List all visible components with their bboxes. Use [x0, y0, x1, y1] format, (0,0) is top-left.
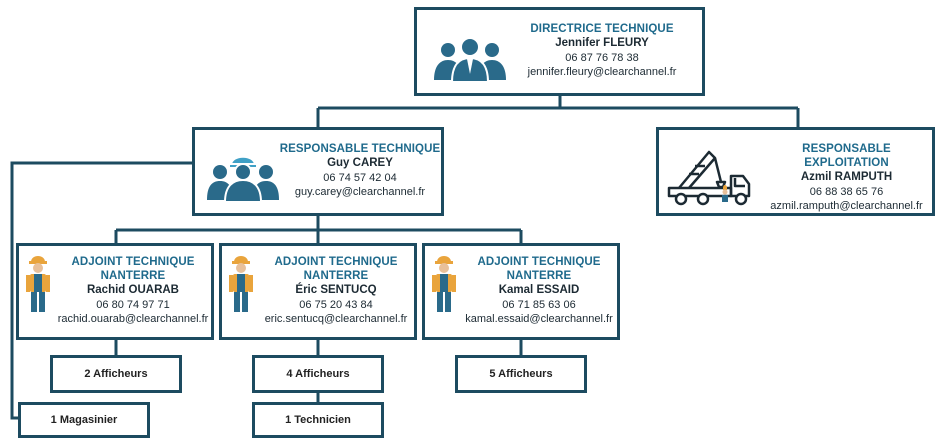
team-label: 2 Afficheurs — [84, 368, 148, 380]
team-icon — [434, 37, 506, 83]
ops-manager-card: RESPONSABLE EXPLOITATION Azmil RAMPUTH 0… — [656, 127, 935, 216]
team-box-essaid: 5 Afficheurs — [455, 355, 587, 393]
deputy-phone: 06 80 74 97 71 — [96, 299, 170, 311]
tech-manager-role: RESPONSABLE TECHNIQUE — [279, 143, 441, 155]
ops-manager-phone: 06 88 38 65 76 — [809, 186, 884, 198]
deputy-email: kamal.essaid@clearchannel.fr — [465, 313, 613, 325]
tech-manager-name: Guy CAREY — [327, 157, 393, 169]
warehouse-box: 1 Magasinier — [18, 402, 150, 438]
deputy-card-sentucq: ADJOINT TECHNIQUE NANTERRE Éric SENTUCQ … — [219, 243, 417, 340]
ops-manager-role: RESPONSABLE EXPLOITATION — [802, 143, 891, 169]
director-name: Jennifer FLEURY — [555, 37, 649, 49]
tech-manager-email: guy.carey@clearchannel.fr — [294, 186, 426, 198]
deputy-email: rachid.ouarab@clearchannel.fr — [57, 313, 209, 325]
director-card: DIRECTRICE TECHNIQUE Jennifer FLEURY 06 … — [414, 7, 705, 96]
deputy-name: Rachid OUARAB — [86, 284, 179, 296]
team-box-sentucq: 4 Afficheurs — [252, 355, 384, 393]
technician-box: 1 Technicien — [252, 402, 384, 438]
crane-truck-icon — [667, 150, 751, 206]
director-phone: 06 87 76 78 38 — [565, 52, 639, 64]
warehouse-label: 1 Magasinier — [50, 414, 118, 426]
team-label: 4 Afficheurs — [286, 368, 350, 380]
worker-icon — [26, 256, 50, 312]
deputy-role-line2: NANTERRE — [506, 270, 572, 282]
worker-icon — [229, 256, 253, 312]
ops-manager-name: Azmil RAMPUTH — [800, 171, 893, 183]
technician-label: 1 Technicien — [285, 414, 351, 426]
tech-manager-card: RESPONSABLE TECHNIQUE Guy CAREY 06 74 57… — [192, 127, 444, 216]
deputy-name: Kamal ESSAID — [498, 284, 580, 296]
director-email: jennifer.fleury@clearchannel.fr — [527, 66, 677, 78]
deputy-role-line1: ADJOINT TECHNIQUE — [274, 256, 398, 268]
worker-icon — [432, 256, 456, 312]
ops-manager-email: azmil.ramputh@clearchannel.fr — [770, 200, 923, 212]
deputy-role-line1: ADJOINT TECHNIQUE — [71, 256, 195, 268]
deputy-role-line2: NANTERRE — [100, 270, 166, 282]
deputy-name: Éric SENTUCQ — [295, 284, 377, 296]
deputy-card-essaid: ADJOINT TECHNIQUE NANTERRE Kamal ESSAID … — [422, 243, 620, 340]
deputy-email: eric.sentucq@clearchannel.fr — [264, 313, 408, 325]
deputy-role-line1: ADJOINT TECHNIQUE — [477, 256, 601, 268]
tech-manager-phone: 06 74 57 42 04 — [323, 172, 397, 184]
deputy-phone: 06 75 20 43 84 — [299, 299, 373, 311]
deputy-role-line2: NANTERRE — [303, 270, 369, 282]
worker-team-icon — [207, 155, 279, 202]
team-box-ouarab: 2 Afficheurs — [50, 355, 182, 393]
team-label: 5 Afficheurs — [489, 368, 553, 380]
deputy-phone: 06 71 85 63 06 — [502, 299, 576, 311]
deputy-card-ouarab: ADJOINT TECHNIQUE NANTERRE Rachid OUARAB… — [16, 243, 214, 340]
director-role: DIRECTRICE TECHNIQUE — [530, 23, 674, 35]
